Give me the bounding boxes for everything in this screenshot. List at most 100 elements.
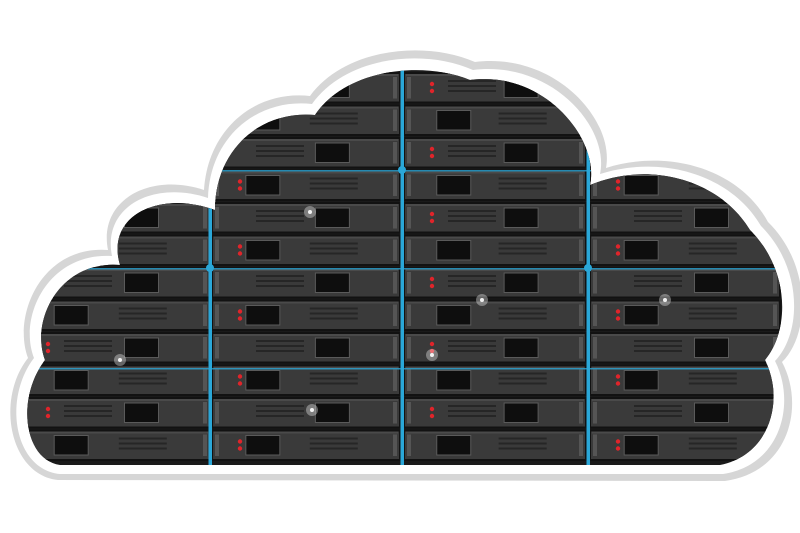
server-highlight: [592, 269, 778, 271]
server-vent: [309, 252, 358, 255]
server-vent: [118, 117, 167, 120]
server-drive-bay: [623, 175, 659, 196]
server-highlight: [406, 334, 584, 336]
server-handle: [393, 337, 397, 359]
server-unit: [211, 397, 401, 429]
server-led: [429, 153, 435, 159]
server-face: [27, 364, 211, 396]
server-drive-bay: [245, 370, 281, 391]
server-highlight: [27, 204, 208, 206]
server-highlight: [27, 366, 208, 369]
server-drive-bay: [314, 207, 350, 228]
server-vent: [309, 312, 358, 315]
server-vent: [498, 117, 547, 120]
server-led: [429, 88, 435, 94]
server-drive-bay: [694, 207, 729, 228]
server-led: [45, 88, 51, 94]
server-led: [429, 348, 435, 354]
server-vent: [688, 377, 737, 380]
server-vent: [64, 410, 112, 412]
server-face: [27, 332, 211, 364]
server-face: [589, 234, 781, 266]
server-vent: [64, 280, 112, 282]
server-face: [589, 267, 781, 299]
server-vent: [634, 155, 682, 157]
server-drive-bay: [245, 435, 281, 456]
server-unit: [403, 234, 587, 266]
blue-rail-horizontal: [27, 268, 783, 270]
server-vent: [634, 280, 682, 282]
server-vent: [498, 187, 547, 190]
server-unit: [27, 104, 211, 136]
server-vent: [634, 220, 682, 222]
server-handle: [203, 77, 207, 99]
server-unit: [589, 234, 781, 266]
server-face: [589, 364, 781, 396]
server-handle: [215, 207, 219, 229]
server-unit: [27, 364, 211, 396]
server-led: [615, 374, 621, 379]
server-handle: [215, 109, 219, 131]
server-vent: [64, 210, 112, 212]
server-drive-bay: [314, 142, 350, 163]
server-handle: [593, 337, 597, 359]
server-handle: [593, 77, 597, 99]
server-highlight: [214, 301, 398, 304]
server-led: [237, 186, 243, 191]
server-vent: [118, 242, 167, 245]
server-handle: [407, 142, 411, 164]
server-unit: [403, 137, 587, 169]
server-vent: [448, 280, 496, 282]
server-vent: [118, 437, 167, 440]
server-drive-bay: [124, 272, 159, 293]
server-drive-bay: [503, 207, 539, 228]
server-vent: [256, 220, 304, 222]
server-drive-bay: [623, 370, 659, 391]
server-vent: [498, 382, 547, 385]
server-drive-bay: [694, 77, 729, 98]
server-vent: [634, 215, 682, 217]
server-led: [615, 446, 621, 451]
server-handle: [393, 304, 397, 326]
server-drive-bay: [623, 305, 659, 326]
server-led: [45, 146, 51, 152]
server-vent: [118, 382, 167, 385]
server-drive-bay: [503, 142, 539, 163]
server-highlight: [592, 106, 778, 109]
server-vent: [64, 85, 112, 87]
server-unit: [211, 137, 401, 169]
server-vent: [256, 215, 304, 217]
server-face: [403, 104, 587, 136]
server-vent: [64, 150, 112, 152]
server-led: [45, 153, 51, 159]
server-face: [403, 169, 587, 201]
server-vent: [256, 85, 304, 87]
server-vent: [118, 182, 167, 185]
server-vent: [448, 285, 496, 287]
server-led: [45, 406, 51, 412]
server-highlight: [214, 171, 398, 174]
server-vent: [688, 382, 737, 385]
server-highlight: [214, 269, 398, 271]
server-handle: [579, 272, 583, 294]
server-handle: [23, 207, 27, 229]
server-vent: [634, 90, 682, 92]
server-vent: [256, 345, 304, 347]
server-face: [211, 137, 401, 169]
server-handle: [407, 272, 411, 294]
blue-rail: [400, 70, 404, 466]
server-drive-bay: [53, 305, 89, 326]
server-unit: [589, 332, 781, 364]
server-handle: [393, 369, 397, 391]
server-vent: [118, 252, 167, 255]
server-drive-bay: [314, 272, 350, 293]
server-handle: [23, 142, 27, 164]
server-led: [45, 81, 51, 87]
server-vent: [688, 247, 737, 250]
blue-junction-dot: [584, 264, 592, 272]
server-highlight: [592, 139, 778, 141]
server-face: [403, 267, 587, 299]
server-handle: [579, 77, 583, 99]
server-vent: [688, 112, 737, 115]
